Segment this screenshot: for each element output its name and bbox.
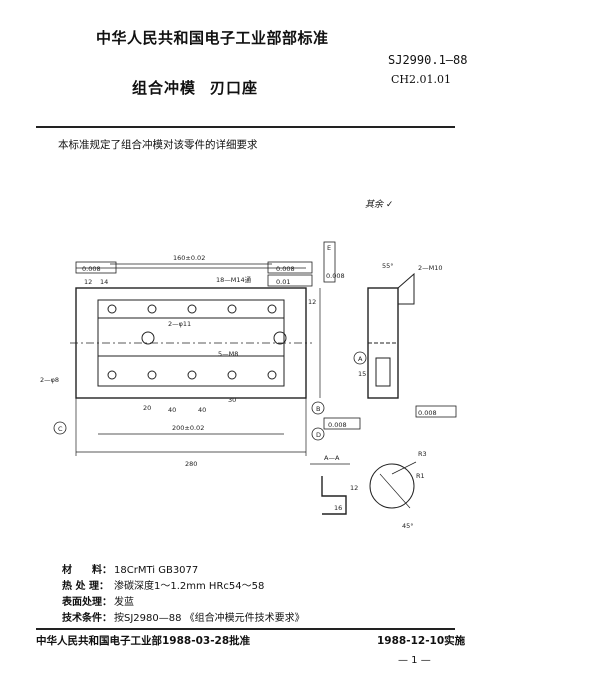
dim-angle-55: 55° bbox=[382, 262, 394, 270]
spec-label: 技术条件： bbox=[62, 613, 112, 624]
spec-label: 表面处理： bbox=[62, 597, 112, 608]
datum-b: B bbox=[316, 405, 320, 413]
spec-label: 热 处 理： bbox=[62, 581, 109, 592]
spec-surface-treatment: 表面处理：发蓝 bbox=[62, 593, 134, 608]
dim-hole-span: 160±0.02 bbox=[173, 254, 205, 262]
hole-row-bottom bbox=[107, 370, 277, 380]
dim-span-40b: 40 bbox=[198, 406, 206, 414]
spec-value: 按SJ2980—88 《组合冲模元件技术要求》 bbox=[114, 613, 305, 624]
section-profile bbox=[321, 476, 347, 515]
dowel-hole-right bbox=[273, 331, 287, 345]
dim-left-14: 14 bbox=[100, 278, 108, 286]
dim-span-40a: 40 bbox=[168, 406, 176, 414]
label-thread-m10: 2—M10 bbox=[418, 264, 443, 272]
datum-d: D bbox=[316, 431, 321, 439]
effective-date: 1988-12-10实施 bbox=[377, 635, 466, 647]
dim-depth-12: 12 bbox=[308, 298, 316, 306]
dim-section-12: 12 bbox=[350, 484, 358, 492]
dim-span-30: 30 bbox=[228, 396, 236, 404]
tol-parallel-c: 0.01 bbox=[276, 278, 290, 286]
dim-span-200: 200±0.02 bbox=[172, 424, 204, 432]
title-main: 组合冲模 bbox=[132, 79, 197, 97]
spec-label: 材 料： bbox=[62, 565, 112, 576]
tol-perp-e: 0.008 bbox=[326, 272, 345, 280]
label-hole-phi8: 2—φ8 bbox=[40, 376, 59, 384]
dim-span-20: 20 bbox=[143, 404, 151, 412]
top-rule bbox=[36, 126, 455, 128]
spec-technical-conditions: 技术条件：按SJ2980—88 《组合冲模元件技术要求》 bbox=[62, 609, 305, 624]
bottom-rule bbox=[36, 628, 455, 630]
plan-view-outline bbox=[75, 287, 307, 399]
dim-left-12: 12 bbox=[84, 278, 92, 286]
document-title: 组合冲模刃口座 bbox=[132, 77, 258, 98]
spec-material: 材 料：18CrMTi GB3077 bbox=[62, 561, 198, 576]
dim-r3: R3 bbox=[418, 450, 427, 458]
classification-number: CH2.01.01 bbox=[391, 73, 451, 86]
label-hole-phi11: 2—φ11 bbox=[168, 320, 191, 328]
approval-note: 中华人民共和国电子工业部1988-03-28批准 bbox=[36, 635, 251, 647]
intro-paragraph: 本标准规定了组合冲模对该零件的详细要求 bbox=[58, 139, 258, 151]
standard-number: SJ2990.1—88 bbox=[388, 53, 468, 67]
label-thread-m14: 18—M14通 bbox=[216, 275, 252, 284]
datum-e: E bbox=[327, 244, 331, 252]
spec-value: 发蓝 bbox=[114, 597, 134, 608]
section-label: A—A bbox=[324, 454, 340, 462]
engineering-drawing: 160±0.02 280 200±0.02 20 40 40 30 12 14 … bbox=[40, 241, 457, 530]
detail-circle bbox=[369, 463, 415, 509]
spec-heat-treatment: 热 处 理： 渗碳深度1～1.2mm HRc54～58 bbox=[62, 577, 264, 592]
tol-perp-c: 0.008 bbox=[328, 421, 347, 429]
dowel-hole-left bbox=[141, 331, 155, 345]
title-sub: 刃口座 bbox=[210, 79, 259, 97]
dim-section-16: 16 bbox=[334, 504, 342, 512]
datum-c: C bbox=[58, 425, 63, 433]
dim-overall-length: 280 bbox=[185, 460, 197, 468]
label-bolt-m8: 5—M8 bbox=[218, 350, 238, 358]
tol-parallel-b: 0.008 bbox=[276, 265, 295, 273]
roughness-note: 其余 ✓ bbox=[365, 197, 393, 210]
dim-depth-15: 15 bbox=[358, 370, 366, 378]
spec-value: 渗碳深度1～1.2mm HRc54～58 bbox=[114, 581, 265, 592]
roughness-label: 其余 bbox=[365, 200, 384, 210]
datum-a: A bbox=[358, 355, 363, 363]
spec-value: 18CrMTi GB3077 bbox=[114, 565, 199, 576]
dim-r1: R1 bbox=[416, 472, 425, 480]
dim-angle-45: 45° bbox=[402, 522, 414, 530]
hole-row-top bbox=[107, 304, 277, 314]
ministry-standard-header: 中华人民共和国电子工业部部标准 bbox=[96, 29, 329, 47]
page-number: — 1 — bbox=[398, 655, 431, 666]
tol-parallel-a: 0.008 bbox=[418, 409, 437, 417]
roughness-symbol-icon: ✓ bbox=[385, 200, 394, 210]
tol-flat-d: 0.008 bbox=[82, 265, 101, 273]
